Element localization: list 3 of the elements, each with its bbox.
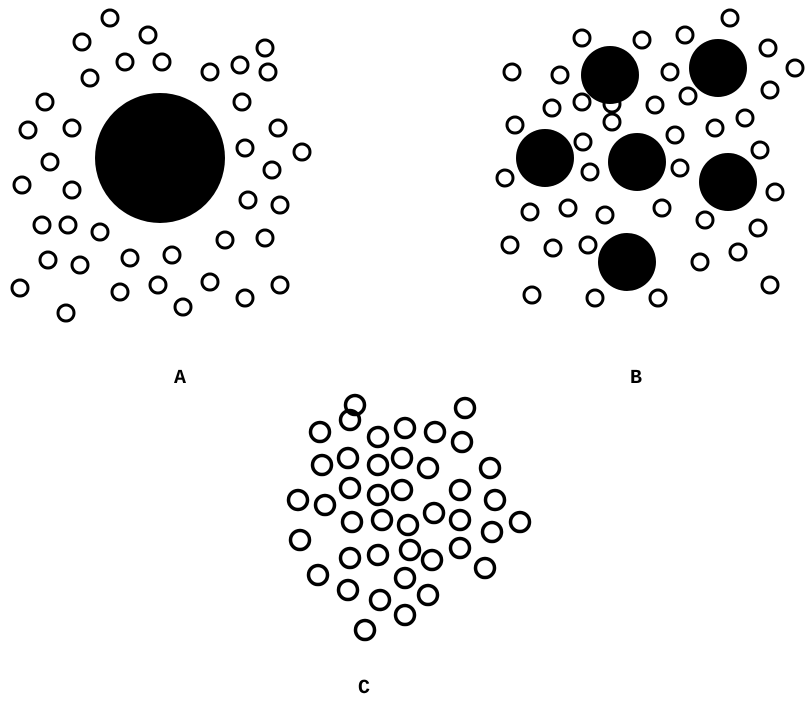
panel-label: C (358, 678, 370, 700)
panel-label: A (174, 368, 186, 390)
panel-label: B (630, 368, 642, 390)
